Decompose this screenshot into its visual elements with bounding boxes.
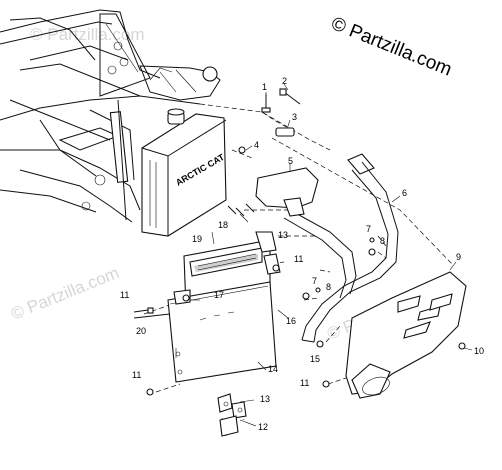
callout-3: 3 [292,112,297,122]
front-bumper [283,153,399,343]
callout-2: 2 [282,76,287,86]
skid-plate [345,271,467,399]
clamp-brackets [217,393,247,437]
callout-7-upper: 7 [366,224,371,234]
callout-leaders [190,83,473,427]
callout-4: 4 [254,140,259,150]
callout-13-top: 13 [278,230,288,240]
callout-11-lower: 11 [132,370,141,380]
callout-11-bottom: 11 [300,378,309,388]
oil-tank: ARCTIC CAT [141,108,227,237]
fasteners [133,88,466,396]
callout-14: 14 [268,364,278,374]
callout-5: 5 [288,156,293,166]
callout-8-upper: 8 [380,236,385,246]
callout-labels: 1 2 3 4 5 6 7 8 9 10 11 11 11 11 12 13 1… [120,76,484,432]
heat-exchanger [167,231,281,383]
callout-19: 19 [192,234,202,244]
watermark-faint-2: © Partzilla.com [8,263,121,324]
callout-13-bottom: 13 [260,394,270,404]
callout-10: 10 [474,346,484,356]
callout-7-lower: 7 [312,276,317,286]
callout-11-left: 11 [120,290,129,300]
callout-1: 1 [262,82,267,92]
bracket-5 [255,167,319,217]
leader-lines [143,103,453,437]
callout-15: 15 [310,354,320,364]
callout-16: 16 [286,316,296,326]
callout-20: 20 [136,326,146,336]
callout-9: 9 [456,252,461,262]
callout-6: 6 [402,188,407,198]
callout-8-lower: 8 [326,282,331,292]
callout-12: 12 [258,422,268,432]
callout-18: 18 [218,220,228,230]
callout-17: 17 [214,290,224,300]
watermark-main: © Partzilla.com [328,13,455,80]
chassis-frame [0,9,221,223]
callout-11-right: 11 [294,254,303,264]
